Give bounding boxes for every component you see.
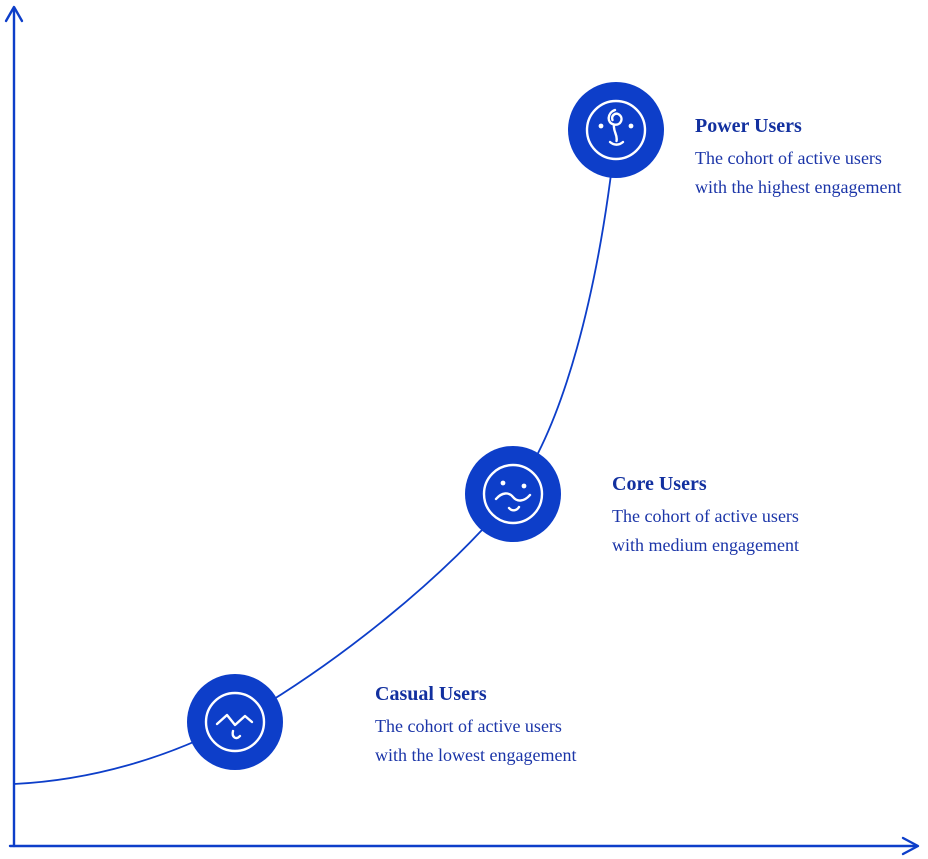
x-axis-arrow-icon	[901, 836, 920, 856]
growth-curve	[13, 131, 617, 785]
cohort-description: The cohort of active users with medium e…	[612, 506, 799, 555]
cohort-description: The cohort of active users with the high…	[695, 148, 902, 197]
cohort-title: Casual Users	[375, 683, 487, 705]
core-users-node	[465, 446, 561, 542]
core-users-label: Core Users The cohort of active users wi…	[612, 470, 817, 560]
power-user-face-icon	[568, 82, 664, 178]
power-users-node	[568, 82, 664, 178]
power-users-label: Power Users The cohort of active users w…	[695, 112, 917, 202]
cohort-description: The cohort of active users with the lowe…	[375, 716, 577, 765]
casual-users-label: Casual Users The cohort of active users …	[375, 680, 583, 770]
casual-user-face-icon	[187, 674, 283, 770]
y-axis-arrow-icon	[4, 5, 24, 23]
casual-users-node	[187, 674, 283, 770]
y-axis	[4, 5, 24, 848]
core-user-face-icon	[465, 446, 561, 542]
x-axis	[8, 836, 920, 856]
cohort-title: Core Users	[612, 473, 707, 495]
cohort-title: Power Users	[695, 115, 802, 137]
